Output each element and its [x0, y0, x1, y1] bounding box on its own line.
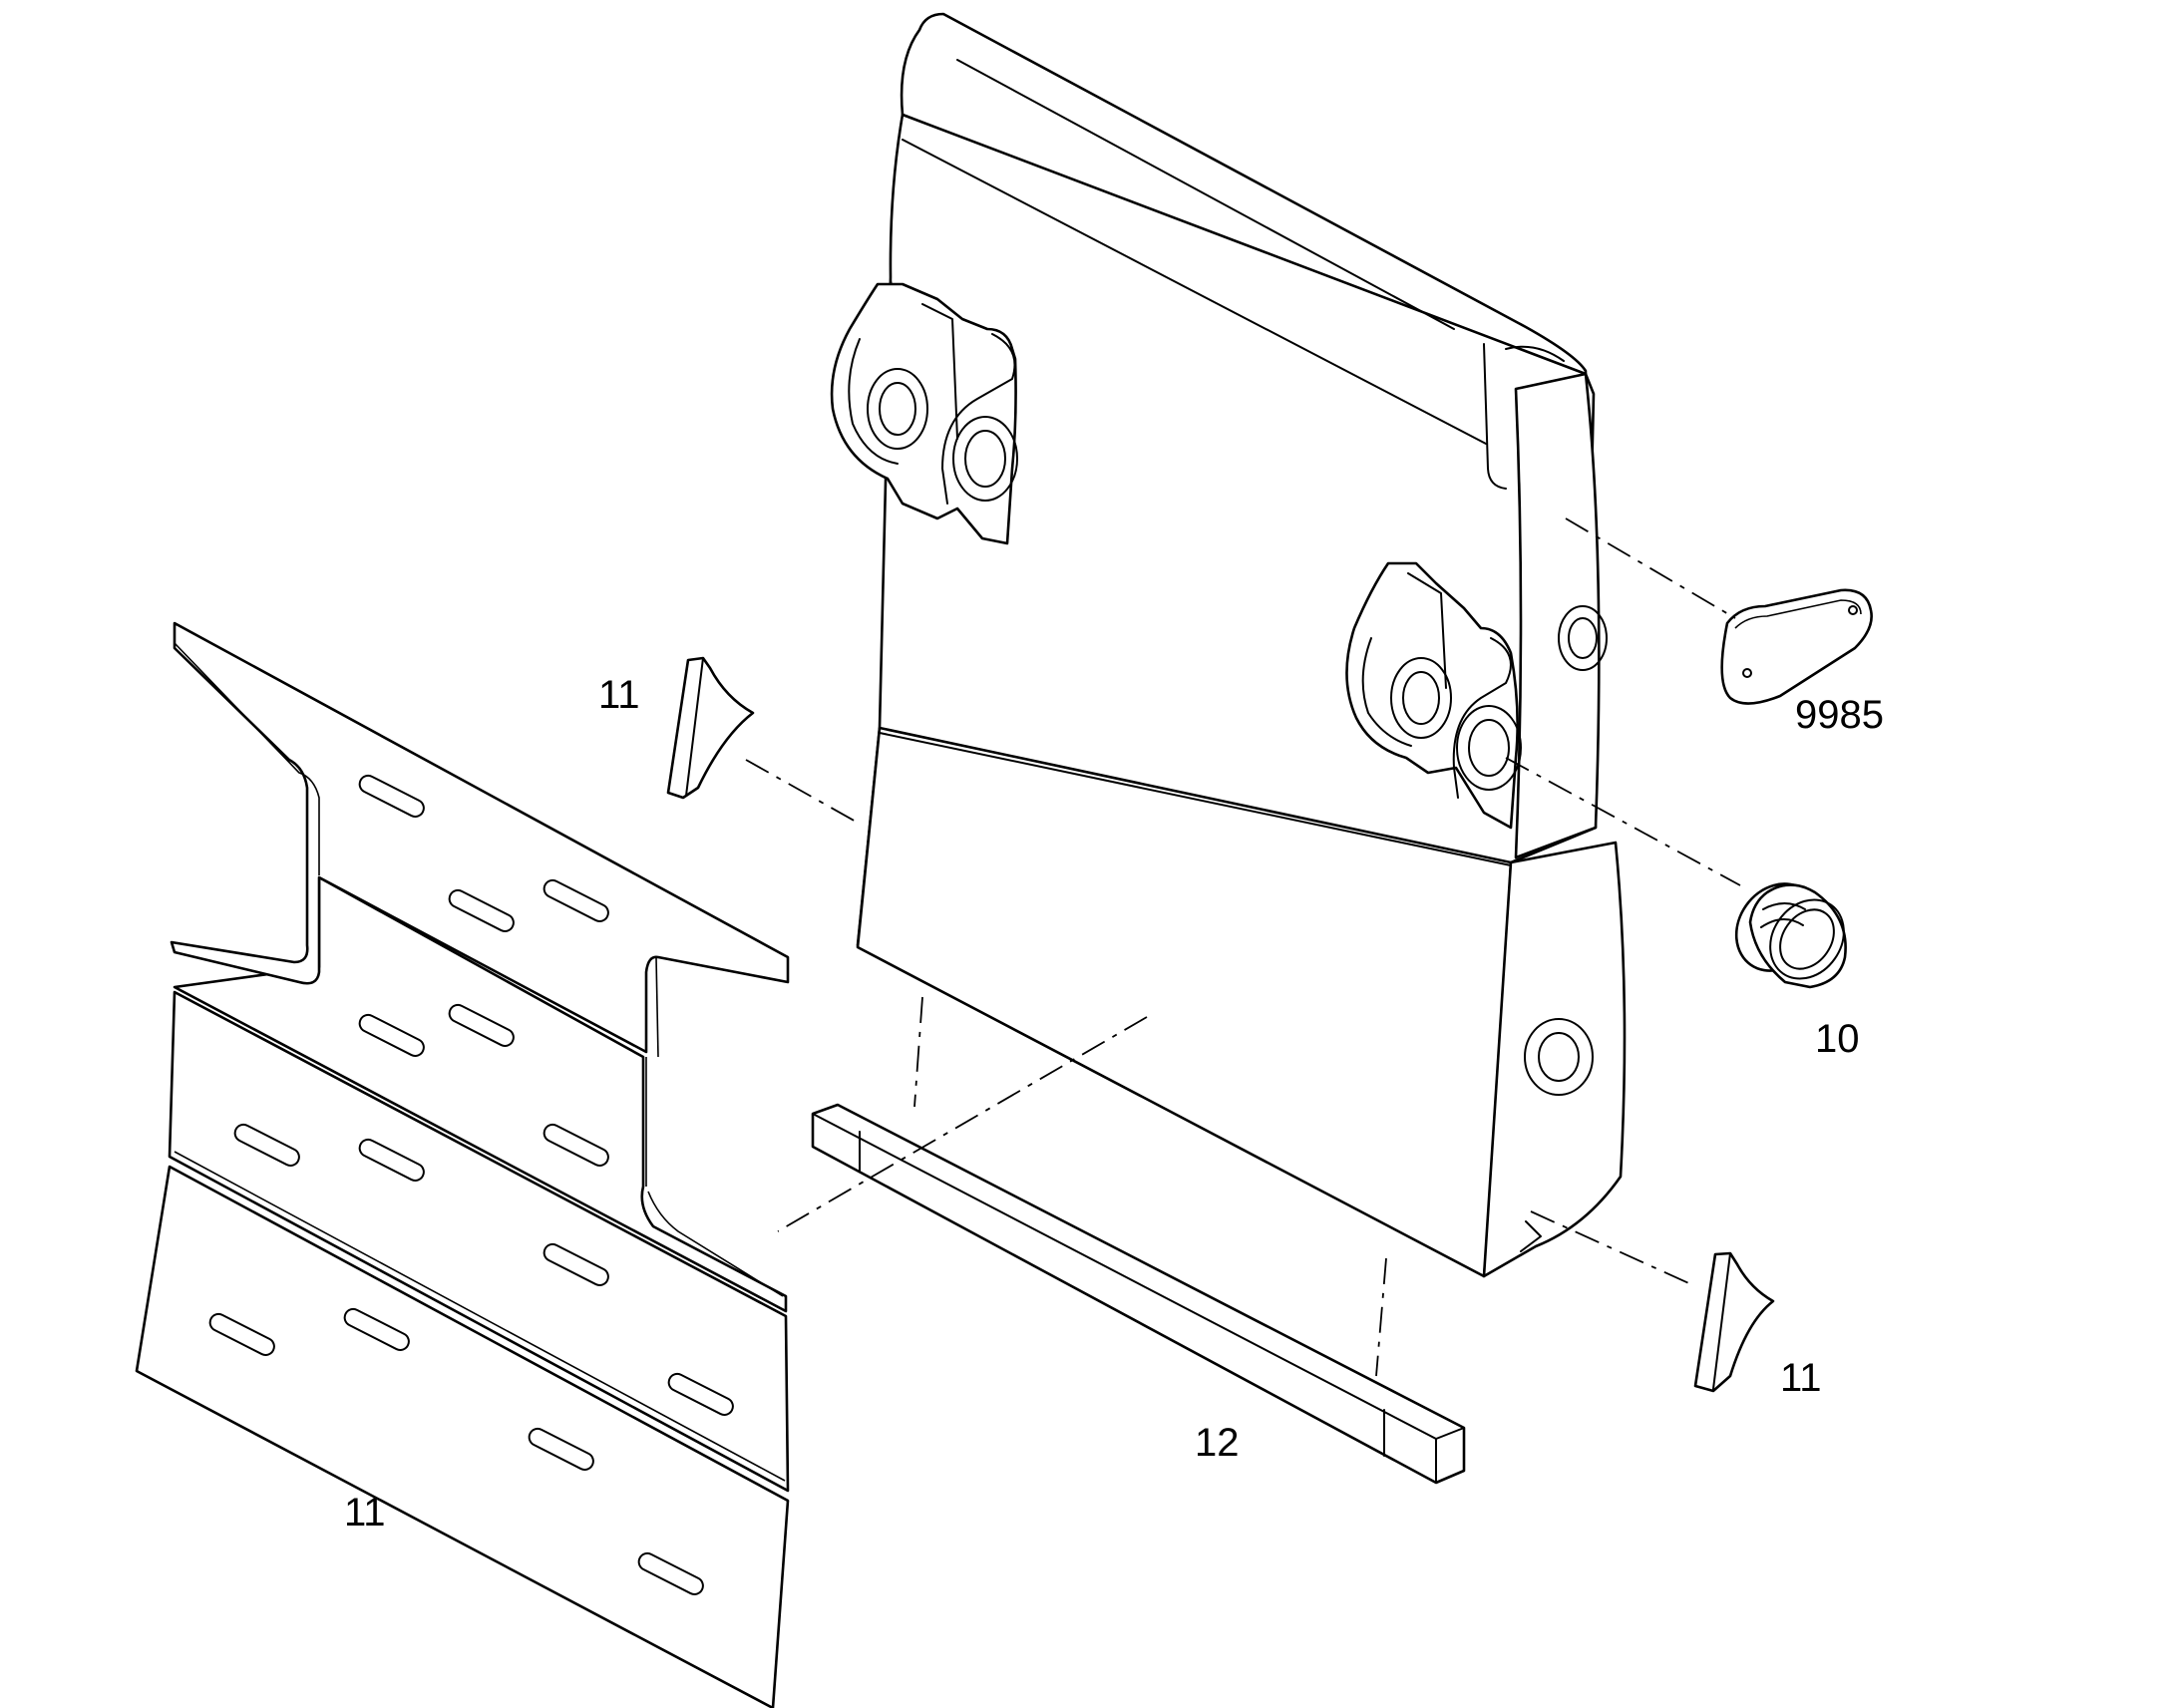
cover-plate — [1720, 588, 1873, 705]
callout-labels: 9985 10 11 11 11 12 — [344, 673, 1884, 1535]
hinge-upper-left — [830, 282, 1018, 545]
hinge-right — [1345, 561, 1522, 830]
callout-9985: 9985 — [1795, 693, 1884, 737]
callout-11-wedge-upper: 11 — [598, 673, 640, 717]
wear-plate-slots — [208, 774, 734, 1595]
bracket-body — [856, 12, 1627, 1278]
wedge-upper-left — [666, 656, 755, 800]
wear-plates — [135, 621, 790, 1708]
callout-11-wear-plates: 11 — [344, 1491, 386, 1535]
bar — [811, 1103, 1466, 1485]
bushing — [1734, 882, 1847, 989]
callout-12: 12 — [1195, 1421, 1240, 1465]
callout-11-wedge-lower: 11 — [1780, 1356, 1822, 1400]
callout-10: 10 — [1815, 1017, 1860, 1061]
wedge-lower-right — [1693, 1251, 1775, 1393]
leader-lines — [745, 517, 1741, 1377]
